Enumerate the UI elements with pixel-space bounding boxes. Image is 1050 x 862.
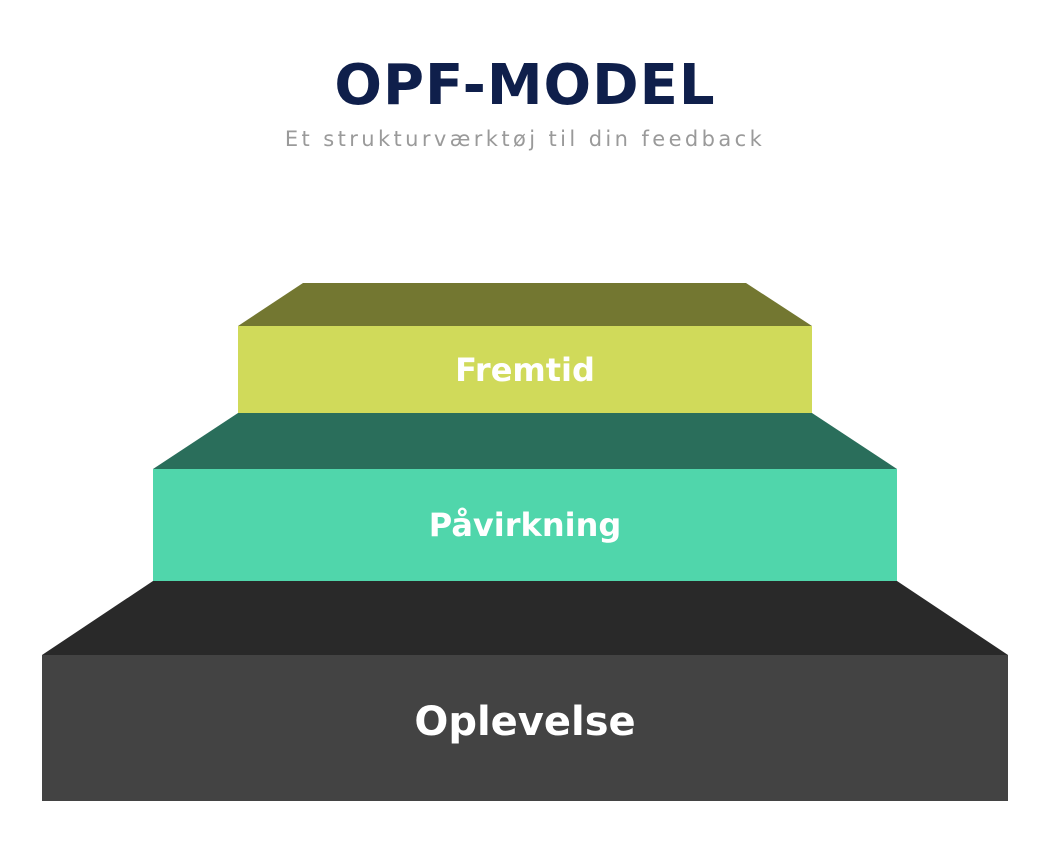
step-oplevelse-label: Oplevelse — [414, 699, 635, 745]
step-oplevelse-top-face — [42, 581, 1008, 655]
step-oplevelse: Oplevelse — [42, 581, 1008, 801]
step-pavirkning: Påvirkning — [153, 413, 897, 581]
step-pavirkning-front-face — [153, 469, 897, 581]
page-subtitle: Et strukturværktøj til din feedback — [284, 127, 766, 151]
step-pavirkning-top-face — [153, 413, 897, 469]
step-fremtid-front-face — [238, 326, 812, 413]
step-oplevelse-front-face — [42, 655, 1008, 801]
step-fremtid-top-face — [238, 283, 812, 326]
step-fremtid: Fremtid — [238, 283, 812, 413]
step-pavirkning-label: Påvirkning — [429, 506, 622, 544]
step-fremtid-label: Fremtid — [455, 351, 595, 389]
page-title: OPF-MODEL — [334, 53, 716, 118]
